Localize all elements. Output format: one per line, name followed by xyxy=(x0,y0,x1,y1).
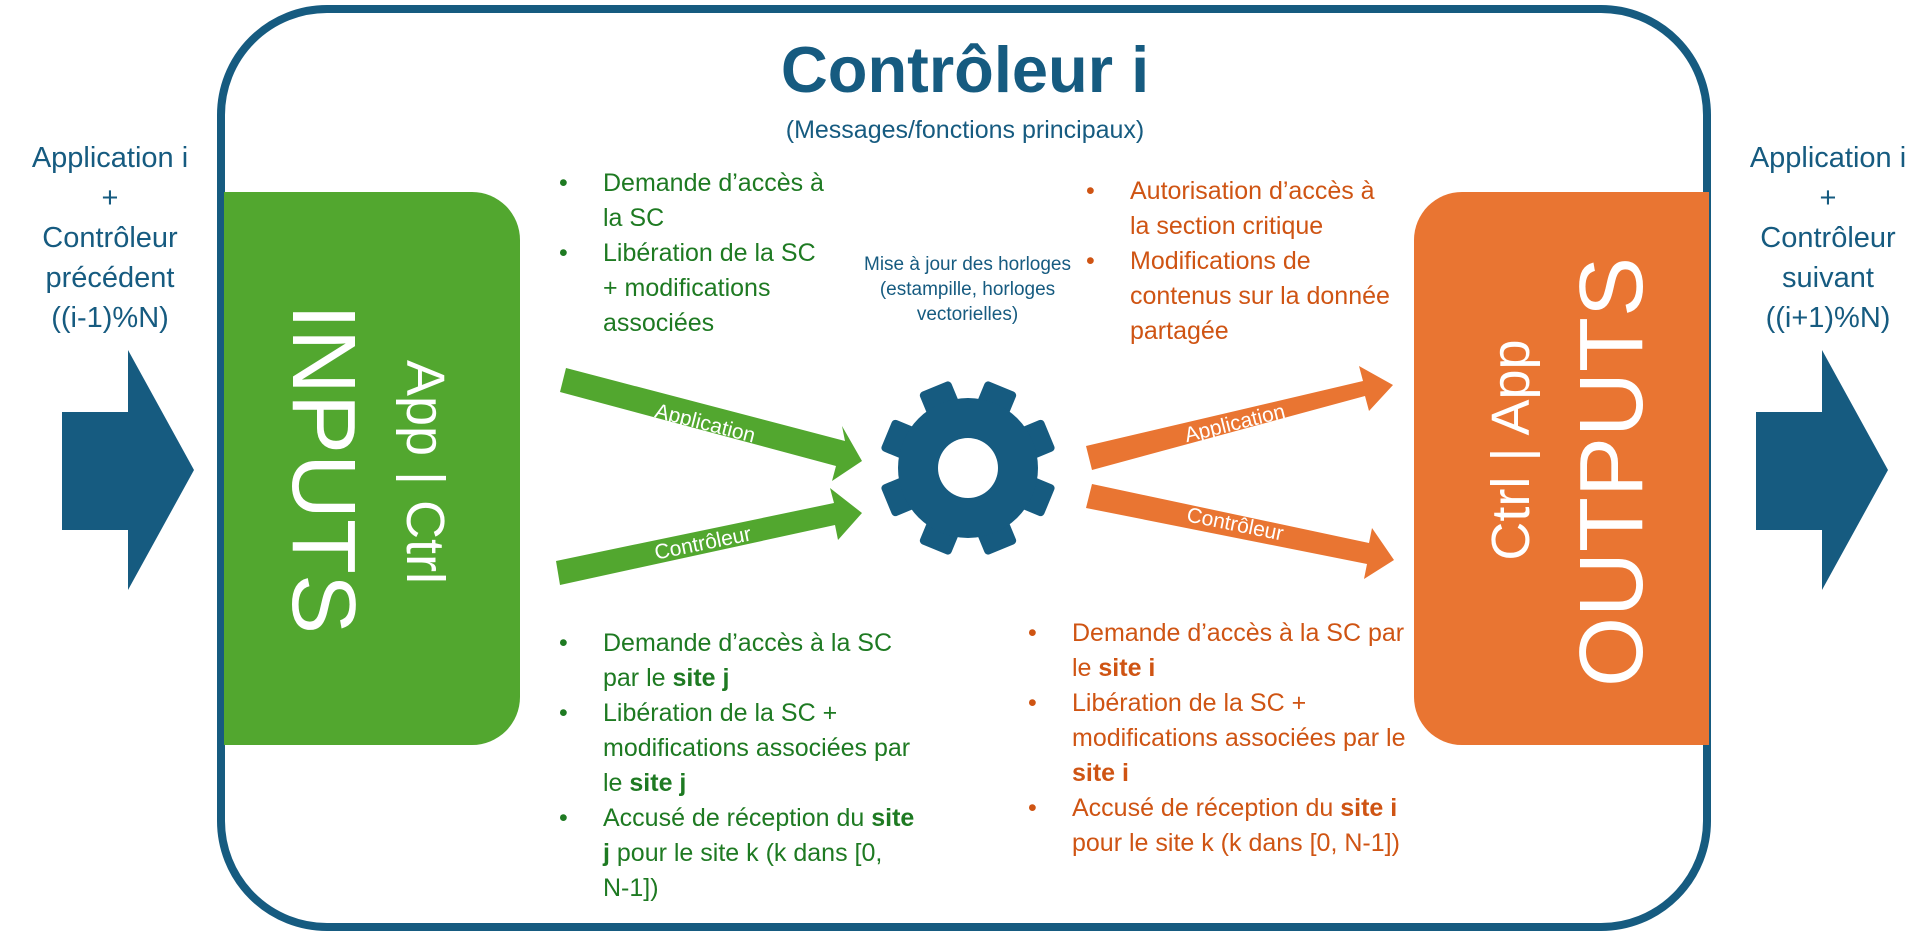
right-text-line: ((i+1)%N) xyxy=(1765,302,1891,334)
list-item: Libération de la SC + modifications asso… xyxy=(1024,686,1419,791)
item-text: Accusé de réception du xyxy=(1072,794,1341,822)
item-site: site i xyxy=(1072,759,1129,787)
list-item: Accusé de réception du site i pour le si… xyxy=(1024,791,1419,861)
outputs-box: Ctrl | App OUTPUTS xyxy=(1414,192,1709,745)
input-top-list: Demande d’accès à la SC Libération de la… xyxy=(555,166,825,341)
diagram-subtitle: (Messages/fonctions principaux) xyxy=(785,116,1145,144)
inputs-box: INPUTS App | Ctrl xyxy=(224,192,520,745)
left-text-line: précédent xyxy=(45,262,175,294)
item-text: pour le site k (k dans [0, N-1]) xyxy=(603,839,883,902)
right-text-line: Contrôleur xyxy=(1760,222,1896,254)
application-output-arrow xyxy=(1086,366,1393,470)
next-node-label: Application i + Contrôleur suivant ((i+1… xyxy=(1728,138,1928,338)
controleur-input-arrow xyxy=(556,488,862,585)
application-input-arrow xyxy=(560,368,862,481)
list-item: Libération de la SC + modifications asso… xyxy=(555,236,825,341)
item-site: site i xyxy=(1340,794,1398,822)
item-text: Accusé de réception du xyxy=(603,804,872,832)
left-text-line: ((i-1)%N) xyxy=(51,302,169,334)
left-text-line: Contrôleur xyxy=(42,222,178,254)
out-application-text: Application xyxy=(1182,400,1287,447)
diagram-title: Contrôleur i xyxy=(780,33,1150,106)
clock-update-text: Mise à jour des horloges (estampille, ho… xyxy=(864,254,1071,325)
output-bottom-list: Demande d’accès à la SC par le site i Li… xyxy=(1024,616,1419,861)
in-controleur-text: Contrôleur xyxy=(653,522,754,564)
left-input-arrow xyxy=(62,350,194,590)
right-text-line: suivant xyxy=(1782,262,1874,294)
item-text: pour le site k (k dans [0, N-1]) xyxy=(1072,829,1400,857)
item-site: site j xyxy=(603,804,915,867)
list-item: Accusé de réception du site j pour le si… xyxy=(555,801,915,906)
out-controleur-text: Contrôleur xyxy=(1185,503,1286,545)
item-text: Demande d’accès à la SC par le xyxy=(603,629,893,692)
left-text-line: + xyxy=(101,182,119,214)
previous-node-label: Application i + Contrôleur précédent ((i… xyxy=(10,138,210,338)
item-text: Libération de la SC + modifications asso… xyxy=(1072,689,1406,752)
right-output-arrow xyxy=(1756,350,1888,590)
list-item: Libération de la SC + modifications asso… xyxy=(555,696,915,801)
list-item: Modifications de contenus sur la donnée … xyxy=(1082,244,1392,349)
right-text-line: Application i xyxy=(1749,142,1907,174)
list-item: Demande d’accès à la SC par le site i xyxy=(1024,616,1419,686)
list-item: Autorisation d’accès à la section critiq… xyxy=(1082,174,1392,244)
item-site: site i xyxy=(1098,654,1156,682)
list-item: Demande d’accès à la SC xyxy=(555,166,825,236)
left-text-line: Application i xyxy=(31,142,189,174)
input-bottom-list: Demande d’accès à la SC par le site j Li… xyxy=(555,626,915,906)
list-item: Demande d’accès à la SC par le site j xyxy=(555,626,915,696)
gear-icon xyxy=(881,381,1055,555)
item-text: Libération de la SC + modifications asso… xyxy=(603,699,911,797)
item-site: site j xyxy=(672,664,730,692)
output-top-list: Autorisation d’accès à la section critiq… xyxy=(1082,174,1392,349)
right-text-line: + xyxy=(1819,182,1837,214)
controleur-output-arrow xyxy=(1086,484,1394,579)
item-text: Demande d’accès à la SC par le xyxy=(1072,619,1405,682)
item-site: site j xyxy=(629,769,687,797)
